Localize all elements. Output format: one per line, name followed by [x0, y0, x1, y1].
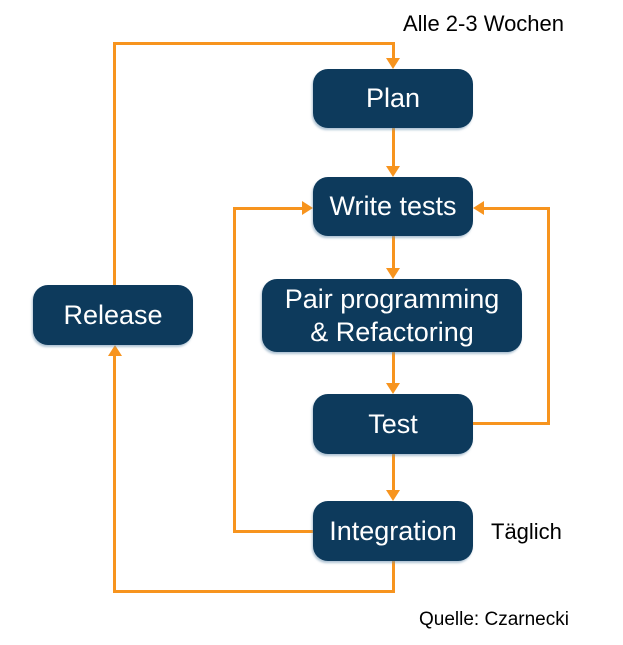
node-test: Test	[313, 394, 473, 454]
node-plan: Plan	[313, 69, 473, 128]
node-integration-label: Integration	[329, 515, 457, 546]
arrowhead-into-write-tests-right	[473, 201, 484, 215]
node-pair-programming-label-line2: & Refactoring	[310, 316, 474, 347]
edge-plan-writetests-line	[392, 128, 395, 167]
cycle-duration-note: Alle 2-3 Wochen	[403, 11, 565, 36]
arrowhead-into-pair-programming	[386, 268, 400, 279]
node-release-label: Release	[63, 299, 163, 330]
edge-test-integration-line	[392, 454, 395, 490]
node-pair-programming: Pair programming & Refactoring	[262, 279, 522, 352]
edge-integration-release-up-vertical-line	[113, 356, 116, 593]
node-release: Release	[33, 285, 193, 345]
source-credit: Quelle: Czarnecki	[419, 609, 569, 630]
node-plan-label: Plan	[365, 83, 421, 114]
edge-integration-writetests-left-vertical-line	[233, 207, 236, 533]
node-test-label: Test	[368, 408, 418, 439]
arrowhead-into-release	[108, 345, 122, 356]
edge-writetests-pair-line	[392, 236, 395, 268]
arrowhead-into-write-tests-top	[386, 166, 400, 177]
edge-test-writetests-right-vertical-line	[547, 207, 550, 425]
node-pair-programming-label-line1: Pair programming	[284, 283, 500, 314]
arrowhead-into-test	[386, 383, 400, 394]
node-write-tests: Write tests	[313, 177, 473, 236]
edge-integration-release-down-vertical-line	[392, 561, 395, 593]
arrowhead-into-write-tests-left	[302, 201, 313, 215]
arrowhead-into-plan	[386, 58, 400, 69]
edge-test-writetests-top-horizontal-line	[484, 207, 550, 210]
edge-integration-writetests-top-horizontal-line	[236, 207, 302, 210]
edge-release-plan-left-vertical-line	[113, 42, 116, 285]
node-integration: Integration	[313, 501, 473, 561]
arrowhead-into-integration	[386, 490, 400, 501]
edge-release-plan-top-horizontal-line	[113, 42, 395, 45]
edge-pair-test-line	[392, 352, 395, 383]
daily-note: Täglich	[491, 519, 562, 544]
edge-integration-writetests-bottom-horizontal-line	[233, 530, 313, 533]
edge-integration-release-bottom-horizontal-line	[113, 590, 395, 593]
node-write-tests-label: Write tests	[329, 191, 457, 222]
edge-release-plan-entry-vertical-line	[392, 42, 395, 59]
edge-test-writetests-bottom-horizontal-line	[473, 422, 550, 425]
